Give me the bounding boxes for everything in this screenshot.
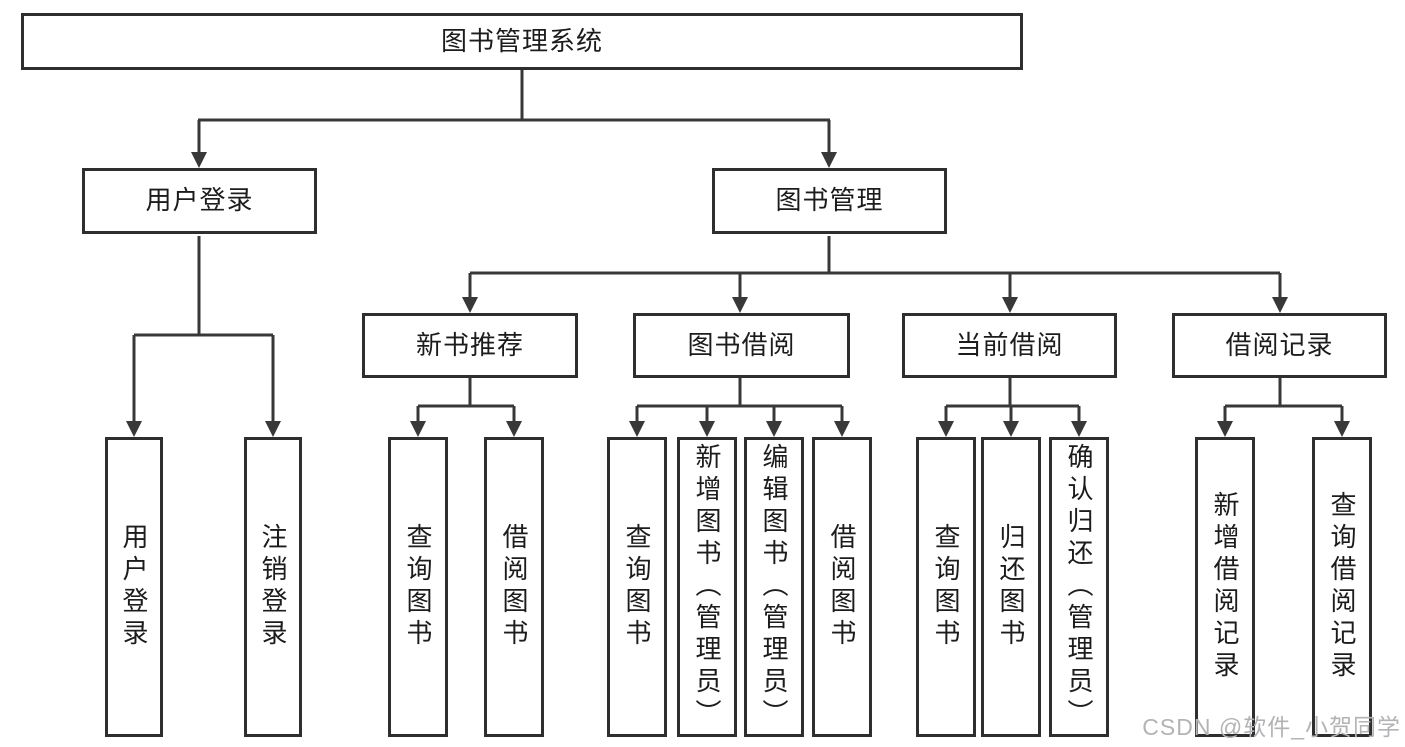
leaf-logout-label: 注销登录 <box>258 523 288 651</box>
leaf-search-books-2: 查询图书 <box>607 437 667 737</box>
node-new-book-recommendation: 新书推荐 <box>362 313 578 378</box>
leaf-edit-book-admin-label: 编辑图书（管理员） <box>759 443 789 731</box>
node-current-borrowing: 当前借阅 <box>902 313 1117 378</box>
leaf-logout: 注销登录 <box>244 437 302 737</box>
leaf-search-books-3: 查询图书 <box>916 437 976 737</box>
leaf-borrow-books-1: 借阅图书 <box>484 437 544 737</box>
leaf-search-books-1: 查询图书 <box>388 437 448 737</box>
node-system-root: 图书管理系统 <box>21 13 1023 70</box>
node-user-login: 用户登录 <box>82 168 317 234</box>
leaf-search-borrow-record-label: 查询借阅记录 <box>1327 491 1357 683</box>
node-user-login-label: 用户登录 <box>145 185 254 216</box>
leaf-search-books-1-label: 查询图书 <box>403 523 433 651</box>
node-book-management: 图书管理 <box>712 168 947 234</box>
leaf-user-login: 用户登录 <box>105 437 163 737</box>
leaf-add-book-admin: 新增图书（管理员） <box>677 437 737 737</box>
leaf-user-login-label: 用户登录 <box>119 523 149 651</box>
node-book-borrowing: 图书借阅 <box>633 313 850 378</box>
node-borrowing-records: 借阅记录 <box>1172 313 1387 378</box>
leaf-confirm-return-admin-label: 确认归还（管理员） <box>1064 443 1094 731</box>
leaf-return-books-label: 归还图书 <box>996 523 1026 651</box>
leaf-borrow-books-2: 借阅图书 <box>812 437 872 737</box>
node-book-management-label: 图书管理 <box>775 185 884 216</box>
node-new-book-recommendation-label: 新书推荐 <box>415 329 524 360</box>
leaf-search-borrow-record: 查询借阅记录 <box>1312 437 1372 737</box>
node-system-root-label: 图书管理系统 <box>440 25 603 56</box>
leaf-confirm-return-admin: 确认归还（管理员） <box>1049 437 1109 737</box>
leaf-search-books-3-label: 查询图书 <box>931 523 961 651</box>
leaf-search-books-2-label: 查询图书 <box>622 523 652 651</box>
leaf-borrow-books-1-label: 借阅图书 <box>499 523 529 651</box>
node-book-borrowing-label: 图书借阅 <box>687 329 796 360</box>
leaf-edit-book-admin: 编辑图书（管理员） <box>744 437 804 737</box>
leaf-return-books: 归还图书 <box>981 437 1041 737</box>
leaf-add-book-admin-label: 新增图书（管理员） <box>692 443 722 731</box>
leaf-add-borrow-record: 新增借阅记录 <box>1195 437 1255 737</box>
csdn-watermark: CSDN @软件_小贺同学 <box>1142 714 1401 740</box>
node-current-borrowing-label: 当前借阅 <box>955 329 1064 360</box>
node-borrowing-records-label: 借阅记录 <box>1225 329 1334 360</box>
leaf-add-borrow-record-label: 新增借阅记录 <box>1210 491 1240 683</box>
leaf-borrow-books-2-label: 借阅图书 <box>827 523 857 651</box>
